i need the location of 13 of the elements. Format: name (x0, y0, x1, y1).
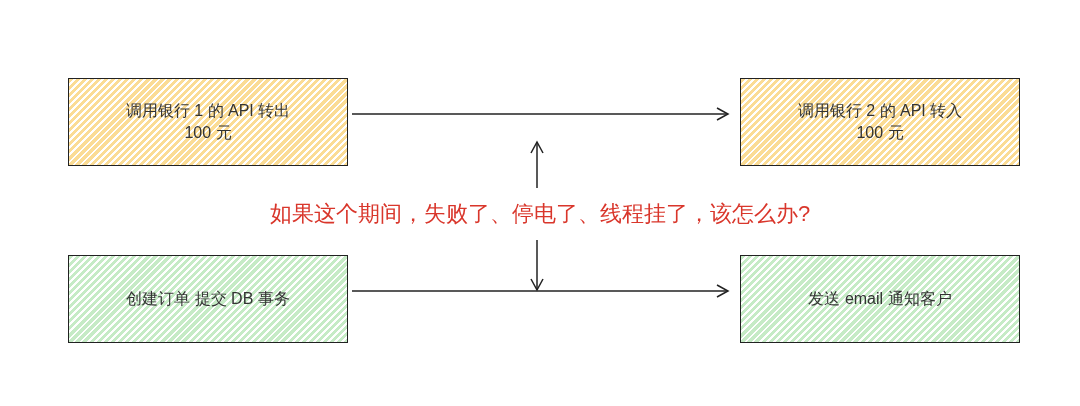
arrow (351, 107, 729, 121)
arrow (351, 284, 729, 298)
process-box (68, 255, 348, 343)
question-text: 如果这个期间，失败了、停电了、线程挂了，该怎么办? (269, 196, 811, 232)
process-box (68, 78, 348, 166)
box-label: 发送 email 通知客户 (808, 288, 952, 309)
box-label: 调用银行 2 的 API 转入 100 元 (796, 100, 964, 143)
process-box (740, 78, 1020, 166)
process-box (740, 255, 1020, 343)
arrow (530, 239, 544, 291)
box-label: 创建订单 提交 DB 事务 (126, 288, 290, 309)
arrow (530, 141, 544, 189)
box-label: 调用银行 1 的 API 转出 100 元 (124, 100, 292, 143)
